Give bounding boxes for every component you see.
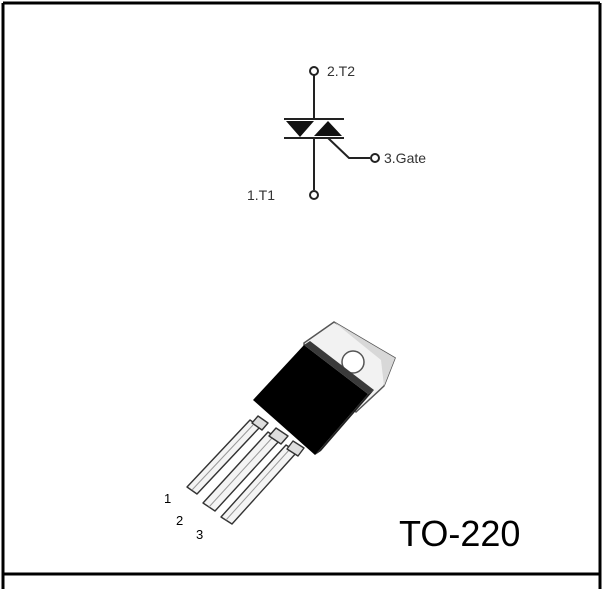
triangle-up	[314, 121, 342, 136]
triac-symbol	[284, 66, 380, 200]
lead-1-collar	[251, 415, 269, 431]
lead-2-collar	[268, 427, 289, 445]
label-gate: 3.Gate	[384, 150, 426, 166]
body-side-edge	[315, 390, 374, 455]
t1-terminal-circle	[309, 190, 319, 200]
pin-number-1: 1	[164, 491, 171, 506]
pin-number-2: 2	[176, 513, 183, 528]
triangle-down	[286, 121, 314, 137]
label-t1: 1.T1	[247, 187, 275, 203]
t2-terminal-circle	[309, 66, 319, 76]
lead-1-edge	[191, 424, 254, 491]
tab-edge-shade	[334, 322, 395, 386]
pin-number-3: 3	[196, 527, 203, 542]
lead-2-edge	[208, 437, 273, 508]
package-name: TO-220	[399, 513, 520, 554]
label-t2: 2.T2	[327, 63, 355, 79]
lead-3-collar	[286, 440, 305, 457]
to220-package	[186, 321, 396, 525]
triac-triangles	[286, 121, 342, 137]
gate-terminal-circle	[370, 153, 380, 163]
gate-lead	[327, 137, 370, 159]
package-leads	[186, 415, 305, 525]
body-front	[253, 345, 368, 455]
package-body	[253, 341, 374, 455]
lead-3-edge	[225, 448, 291, 521]
body-top-edge	[304, 341, 374, 394]
tab-mounting-hole	[341, 350, 365, 374]
